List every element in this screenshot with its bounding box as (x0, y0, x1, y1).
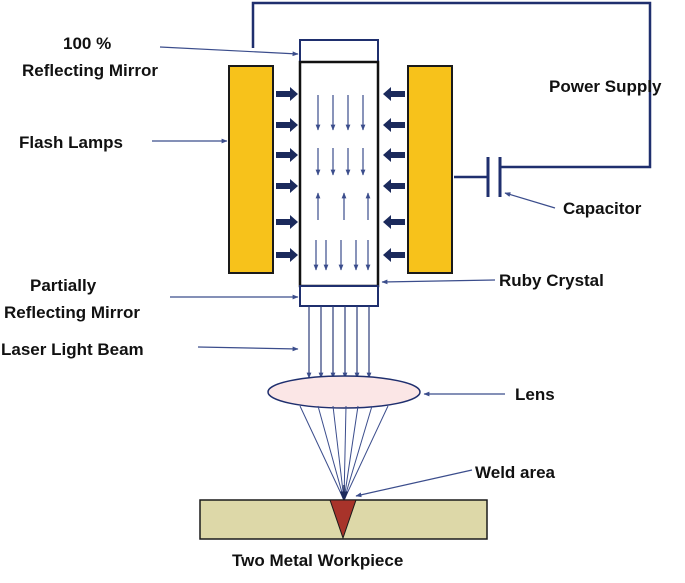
label-capacitor: Capacitor (563, 199, 642, 218)
label-mirror-full-2: Reflecting Mirror (22, 61, 158, 80)
label-laser-beam: Laser Light Beam (1, 340, 144, 359)
converge-line (343, 405, 389, 501)
label-mirror-full-1: 100 % (63, 34, 111, 53)
weld-area (329, 499, 357, 540)
pump-arrow-right (383, 248, 405, 262)
label-ruby-crystal: Ruby Crystal (499, 271, 604, 290)
flash-lamp-left (228, 65, 274, 274)
ruby-crystal (298, 60, 380, 288)
pump-arrows (276, 87, 405, 262)
pump-arrow-right (383, 118, 405, 132)
pump-arrow-right (383, 215, 405, 229)
label-workpiece: Two Metal Workpiece (232, 551, 403, 570)
label-power-supply: Power Supply (549, 77, 662, 96)
converge-line (299, 405, 345, 501)
converge-line (343, 405, 347, 501)
flash-lamp-right (407, 65, 453, 274)
pump-arrow-left (276, 87, 298, 101)
label-lens: Lens (515, 385, 555, 404)
pump-arrow-left (276, 118, 298, 132)
converge-line (332, 405, 345, 501)
lens (267, 375, 421, 409)
pump-arrow-left (276, 179, 298, 193)
callout-arrows (152, 46, 556, 498)
power-circuit (251, 1, 652, 197)
converge-line (343, 405, 373, 501)
laser-beam (306, 306, 372, 379)
pump-arrow-right (383, 179, 405, 193)
photon-arrows (313, 95, 371, 271)
pump-arrow-right (383, 148, 405, 162)
pump-arrow-right (383, 87, 405, 101)
pump-arrow-left (276, 148, 298, 162)
converge-line (343, 405, 359, 501)
label-partial-mirror-1: Partially (30, 276, 97, 295)
label-flash-lamps: Flash Lamps (19, 133, 123, 152)
partial-reflecting-mirror (299, 285, 379, 307)
full-reflecting-mirror (299, 39, 379, 63)
label-partial-mirror-2: Reflecting Mirror (4, 303, 140, 322)
converge-line (317, 405, 345, 501)
pump-arrow-left (276, 215, 298, 229)
label-weld-area: Weld area (475, 463, 556, 482)
focused-beam (299, 405, 389, 503)
pump-arrow-left (276, 248, 298, 262)
